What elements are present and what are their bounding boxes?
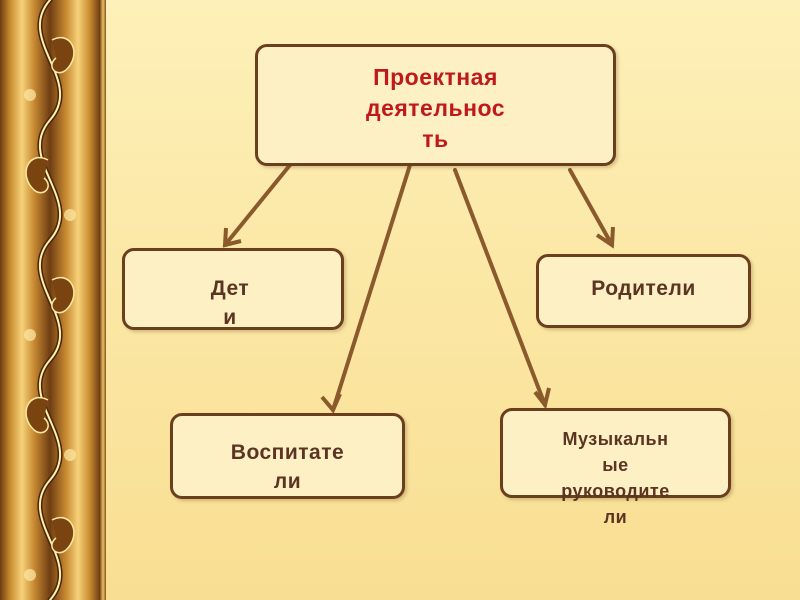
parents-label: Родители — [591, 277, 696, 300]
edge-root-children — [223, 163, 292, 247]
root-label: Проектная деятельнос ть — [365, 64, 506, 152]
children-node — [122, 248, 344, 330]
arrowhead-parents-icon — [595, 226, 615, 249]
edge-root-teachers — [331, 163, 412, 412]
music-node — [500, 408, 731, 498]
teachers-label: Воспитате ли — [230, 441, 345, 493]
border-edge — [100, 0, 106, 600]
root-node — [255, 44, 616, 166]
teachers-node — [170, 413, 405, 499]
arrowhead-teachers-icon — [320, 393, 342, 414]
arrowhead-children-icon — [222, 227, 242, 248]
parents-node — [536, 254, 751, 328]
edge-root-music — [453, 168, 547, 407]
children-label: Дет и — [210, 277, 250, 329]
swirl-ornament-icon — [24, 0, 76, 600]
arrowhead-music-icon — [533, 387, 551, 410]
music-label: Музыкальн ые руководите ли — [561, 429, 670, 527]
edge-root-parents — [568, 168, 614, 247]
ornamental-border — [0, 0, 100, 600]
